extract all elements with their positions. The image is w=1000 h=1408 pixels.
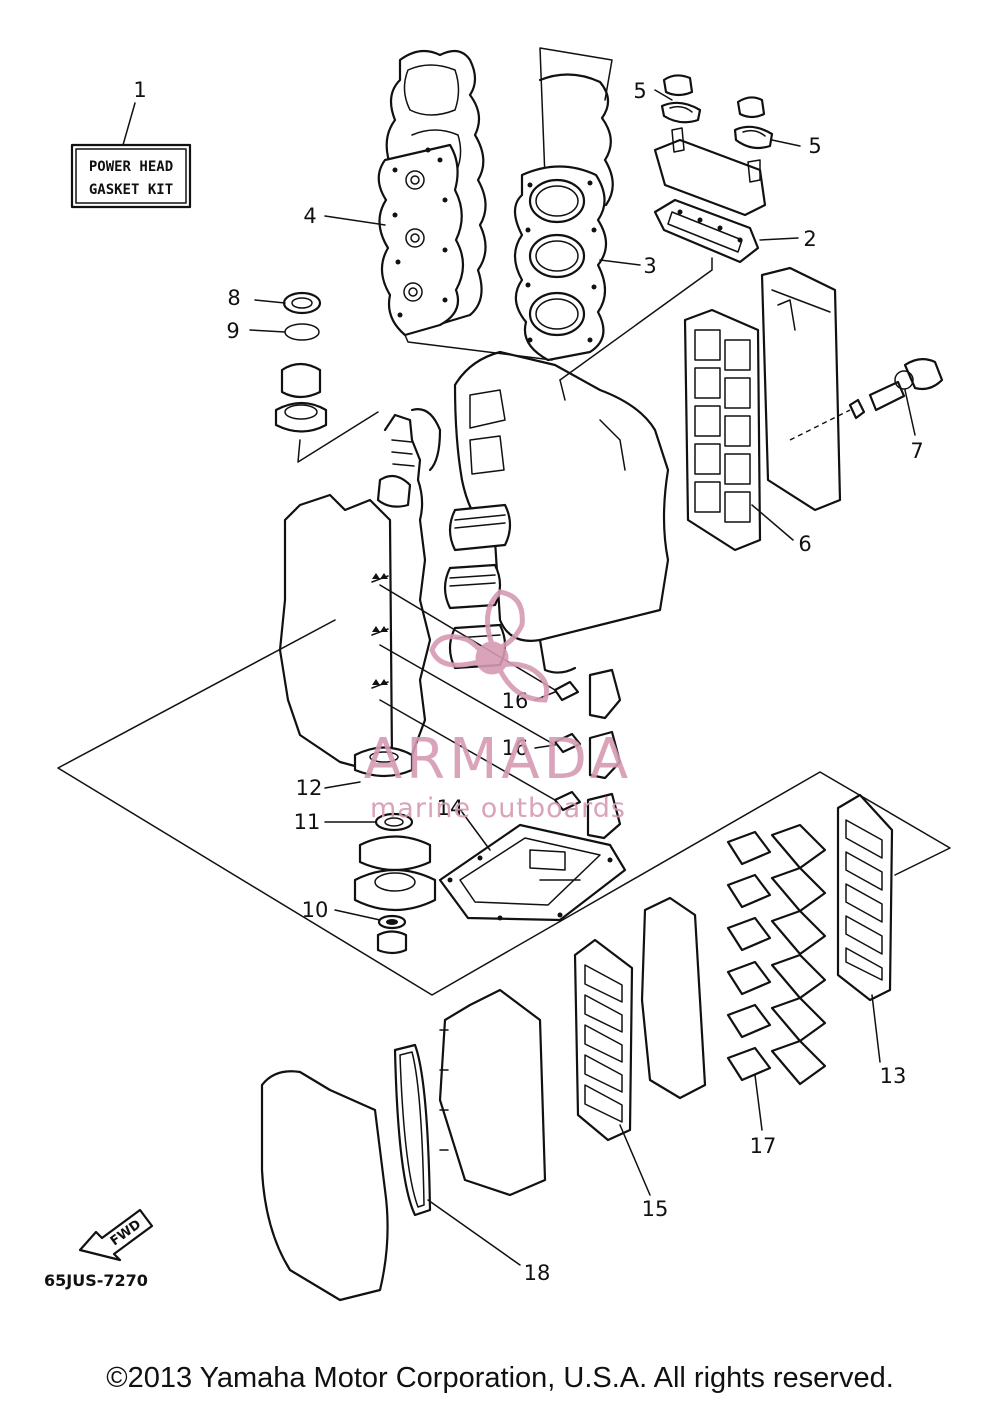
callout-11: 11 — [294, 810, 321, 834]
callout-8: 8 — [227, 286, 240, 310]
callout-17: 17 — [750, 1134, 777, 1158]
callout-9: 9 — [226, 319, 239, 343]
callout-10: 10 — [302, 898, 329, 922]
plug-assembly-7 — [848, 358, 944, 420]
cap-gasket-5a — [660, 74, 702, 124]
callout-2: 2 — [803, 227, 816, 251]
seal-10 — [376, 914, 408, 955]
callout-5b: 5 — [808, 134, 821, 158]
seal-12 — [353, 746, 414, 778]
crankcase-block — [453, 350, 670, 674]
copyright-notice: ©2013 Yamaha Motor Corporation, U.S.A. A… — [106, 1362, 894, 1394]
upper-bearing-housing — [274, 362, 328, 433]
oil-seal-8 — [282, 291, 322, 315]
callout-16b: 16 — [502, 736, 529, 760]
head-cover-gasket-4 — [377, 143, 465, 337]
callout-4: 4 — [303, 204, 316, 228]
kit-label-box: POWER HEAD GASKET KIT — [70, 102, 192, 209]
watermark-tagline: marine outboards — [370, 793, 626, 824]
kit-label-line1: POWER HEAD — [89, 159, 173, 175]
lower-bearing-housing — [353, 835, 437, 912]
thermostat-cover — [653, 127, 767, 217]
cylinder-gasket-3 — [513, 73, 614, 362]
exhaust-gasket-2 — [653, 198, 760, 264]
callout-15: 15 — [642, 1197, 669, 1221]
reed-gasket-13 — [836, 793, 894, 1002]
o-ring-9 — [284, 323, 320, 341]
callout-6: 6 — [798, 532, 811, 556]
watermark-brand: ARMADA — [364, 727, 632, 792]
seal-strip-18 — [393, 1043, 432, 1217]
crankshaft — [376, 408, 442, 762]
base-gasket-14 — [438, 823, 627, 922]
part-code: 65JUS-7270 — [44, 1271, 148, 1290]
gasket-6 — [683, 308, 762, 552]
callout-3: 3 — [643, 254, 656, 278]
piston-2 — [443, 563, 502, 610]
cap-gasket-5b — [733, 96, 774, 150]
fwd-arrow-icon: FWD — [78, 1208, 154, 1262]
seal-11 — [374, 812, 414, 832]
watermark: ARMADA marine outboards — [364, 589, 632, 824]
callout-13: 13 — [880, 1064, 907, 1088]
callout-5a: 5 — [633, 79, 646, 103]
propeller-logo-icon — [429, 589, 550, 703]
kit-label-line2: GASKET KIT — [89, 182, 173, 198]
drain-cover-gasket-16c — [553, 790, 622, 840]
drain-cover-gasket-16b — [553, 730, 622, 780]
drain-cover-gasket-16a — [553, 668, 622, 720]
callout-12: 12 — [296, 776, 323, 800]
reed-valves-17 — [726, 823, 827, 1086]
callout-1: 1 — [133, 78, 146, 102]
callout-14: 14 — [437, 796, 464, 820]
callout-7: 7 — [910, 439, 923, 463]
manifold-gasket-15 — [573, 938, 634, 1142]
callout-18: 18 — [524, 1261, 551, 1285]
piston-1 — [448, 503, 512, 552]
